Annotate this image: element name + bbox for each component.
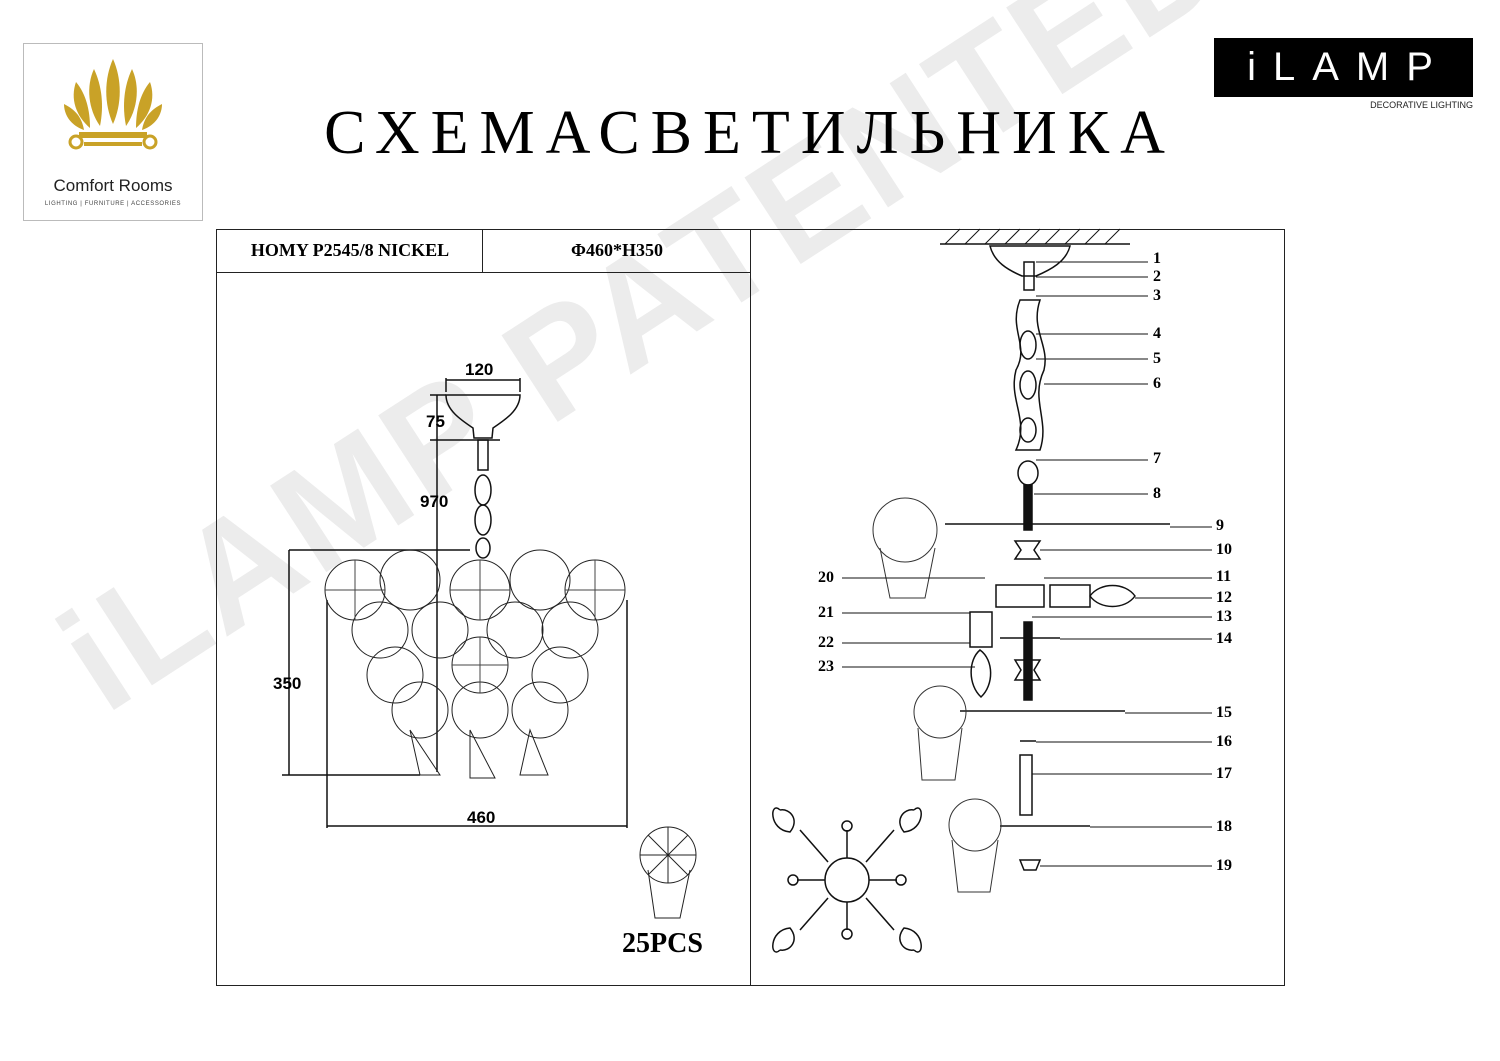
ilamp-tagline: DECORATIVE LIGHTING [1370, 100, 1473, 110]
part-number-3: 3 [1153, 287, 1161, 304]
part-number-18: 18 [1216, 818, 1232, 835]
model-size: Φ460*H350 [571, 240, 663, 260]
part-number-16: 16 [1216, 733, 1232, 750]
part-number-9: 9 [1216, 517, 1224, 534]
part-number-4: 4 [1153, 325, 1161, 342]
spec-divider [482, 229, 483, 273]
part-number-6: 6 [1153, 375, 1161, 392]
part-number-12: 12 [1216, 589, 1232, 606]
dim-canopy-width: 120 [465, 360, 494, 379]
part-number-14: 14 [1216, 630, 1232, 647]
part-number-11: 11 [1216, 568, 1232, 585]
part-number-10: 10 [1216, 541, 1232, 558]
model-name: HOMY P2545/8 NICKEL [250, 240, 450, 260]
dim-height: 350 [273, 674, 302, 693]
part-number-21: 21 [818, 604, 834, 621]
part-number-23: 23 [818, 658, 834, 675]
crown-icon [64, 59, 162, 150]
dim-chain-length: 970 [420, 492, 449, 511]
comfort-rooms-name: Comfort Rooms [53, 176, 173, 195]
page-title: СХЕМАСВЕТИЛЬНИКА [324, 99, 1176, 167]
part-number-2: 2 [1153, 268, 1161, 285]
part-number-20: 20 [818, 569, 834, 586]
crystal-icon [639, 826, 697, 919]
right-panel [750, 229, 1285, 986]
dim-diameter: 460 [467, 808, 496, 827]
comfort-rooms-logo: Comfort Rooms LIGHTING | FURNITURE | ACC… [23, 43, 203, 221]
part-number-15: 15 [1216, 704, 1232, 721]
dim-canopy-height: 75 [426, 412, 445, 431]
part-number-7: 7 [1153, 450, 1161, 467]
comfort-rooms-tagline: LIGHTING | FURNITURE | ACCESSORIES [44, 201, 182, 207]
spec-row [216, 229, 751, 273]
part-number-17: 17 [1216, 765, 1232, 782]
part-number-8: 8 [1153, 485, 1161, 502]
part-number-13: 13 [1216, 608, 1232, 625]
part-number-19: 19 [1216, 857, 1232, 874]
ilamp-logo: iLAMP [1214, 38, 1473, 97]
part-number-1: 1 [1153, 250, 1161, 267]
crystal-count: 25PCS [622, 928, 703, 959]
part-number-5: 5 [1153, 350, 1161, 367]
part-number-22: 22 [818, 634, 834, 651]
